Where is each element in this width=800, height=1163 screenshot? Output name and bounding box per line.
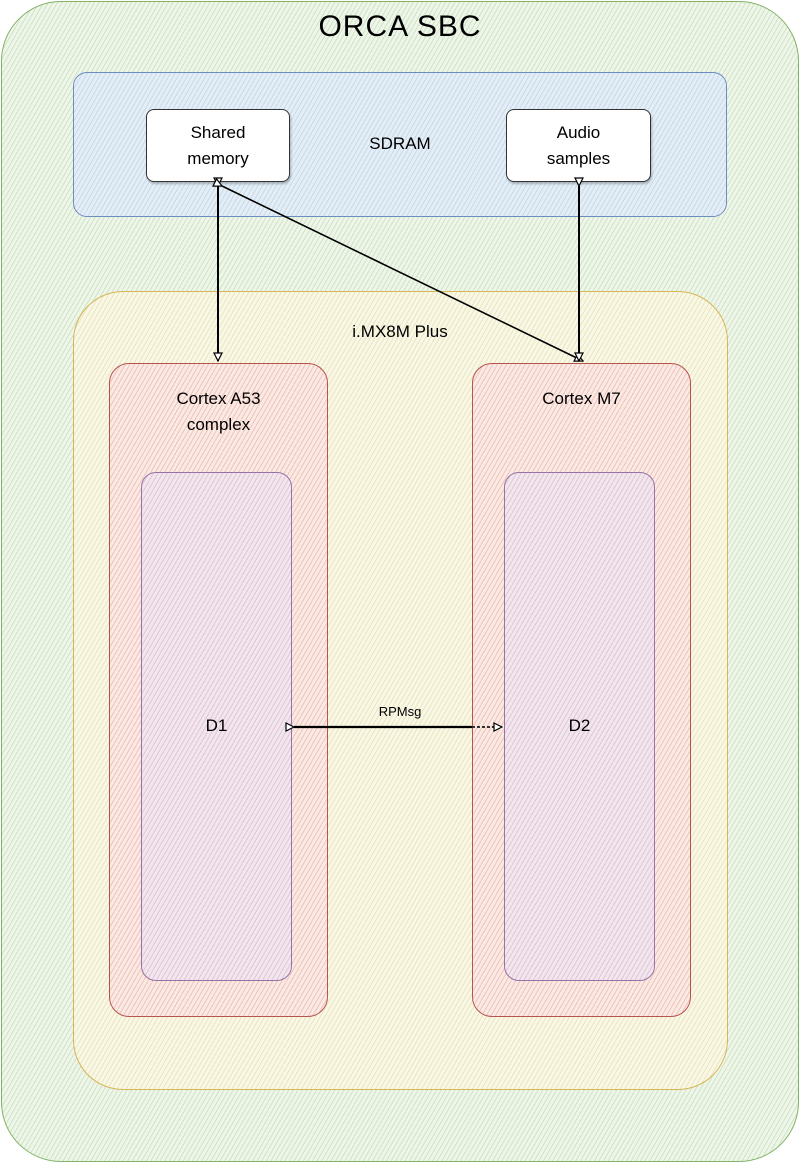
rpmsg-label: RPMsg xyxy=(378,704,422,719)
domain-d2-label: D2 xyxy=(568,716,591,735)
audio-samples-label-line-2: samples xyxy=(546,148,611,168)
board-title: ORCA SBC xyxy=(318,10,482,43)
domain-d2-block xyxy=(504,472,655,981)
cortex-a53-label: Cortex A53 complex xyxy=(109,386,328,438)
audio-samples-block: Audio samples xyxy=(506,109,651,182)
arrow-shared-memory-to-m7 xyxy=(222,186,583,361)
shared-memory-label-line-2: memory xyxy=(187,148,249,168)
cortex-a53-label-line-2: complex xyxy=(186,415,251,434)
sdram-label: SDRAM xyxy=(369,134,431,153)
domain-d1-label: D1 xyxy=(205,716,228,735)
shared-memory-label-line-1: Shared xyxy=(190,122,246,142)
shared-memory-block: Shared memory xyxy=(146,109,290,182)
domain-d1-block xyxy=(141,472,292,981)
cortex-m7-label: Cortex M7 xyxy=(542,389,621,408)
cortex-a53-label-line-1: Cortex A53 xyxy=(176,389,261,408)
audio-samples-label-line-1: Audio xyxy=(556,122,601,142)
